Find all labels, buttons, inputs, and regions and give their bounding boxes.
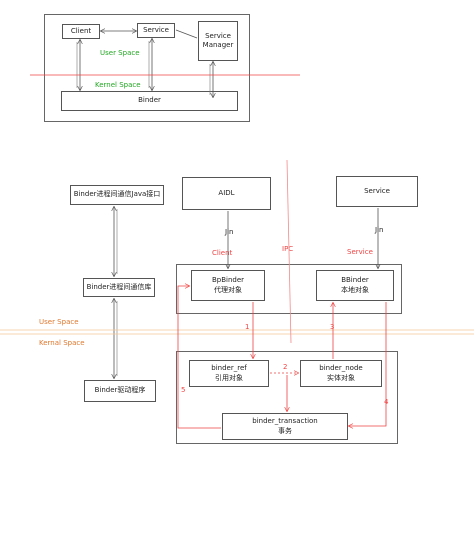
binder-transaction-desc: 事务 [278, 426, 292, 435]
ipc-library-box: Binder进程间通信库 [83, 278, 155, 297]
binder-box: Binder [61, 91, 238, 111]
client-box: Client [62, 24, 100, 39]
jin-left-label: Jin [225, 228, 234, 236]
aidl-label: AIDL [218, 188, 235, 197]
binder-node-name: binder_node [319, 364, 363, 373]
step-3-label: 3 [330, 323, 335, 331]
kernel-space-label: Kernal Space [39, 339, 85, 347]
binder-transaction-name: binder_transaction [252, 417, 318, 426]
kernel-space-label-top: Kernel Space [95, 81, 141, 89]
binder-ref-box: binder_ref 引用对象 [189, 360, 269, 387]
kernel-space-frame [176, 351, 398, 444]
bbinder-desc: 本地对象 [341, 285, 369, 294]
user-space-label-top: User Space [100, 49, 140, 57]
top-diagram-frame [44, 14, 250, 122]
step-4-label: 4 [384, 398, 389, 406]
binder-label: Binder [138, 96, 161, 105]
service-role-label: Service [347, 248, 373, 256]
step-1-label: 1 [245, 323, 250, 331]
ipc-library-label: Binder进程间通信库 [86, 282, 152, 291]
binder-ref-name: binder_ref [211, 364, 247, 373]
java-api-box: Binder进程间通信Java接口 [70, 185, 164, 205]
service-manager-line-1: Service [205, 31, 231, 40]
service-manager-box: Service Manager [198, 21, 238, 61]
client-role-label: Client [212, 249, 233, 257]
binder-node-desc: 实体对象 [327, 373, 355, 382]
ipc-label: IPC [282, 245, 294, 253]
client-label: Client [70, 26, 92, 35]
bbinder-name: BBinder [341, 276, 369, 285]
bbinder-box: BBinder 本地对象 [316, 270, 394, 301]
bpbinder-desc: 代理对象 [214, 285, 242, 294]
jin-right-label: Jin [375, 226, 384, 234]
aidl-box: AIDL [182, 177, 271, 210]
service-box: Service [137, 23, 175, 38]
binder-driver-label: Binder驱动程序 [94, 386, 146, 395]
service-source-label: Service [364, 186, 390, 195]
service-source-box: Service [336, 176, 418, 207]
binder-transaction-box: binder_transaction 事务 [222, 413, 348, 440]
binder-ref-desc: 引用对象 [215, 373, 243, 382]
binder-node-box: binder_node 实体对象 [300, 360, 382, 387]
binder-driver-box: Binder驱动程序 [84, 380, 156, 402]
user-space-label: User Space [39, 318, 79, 326]
bpbinder-name: BpBinder [211, 276, 245, 285]
java-api-label: Binder进程间通信Java接口 [73, 190, 161, 199]
bpbinder-box: BpBinder 代理对象 [191, 270, 265, 301]
step-2-label: 2 [283, 363, 288, 371]
service-manager-line-2: Manager [202, 41, 234, 49]
service-label: Service [143, 25, 169, 34]
step-5-label: 5 [181, 386, 186, 394]
